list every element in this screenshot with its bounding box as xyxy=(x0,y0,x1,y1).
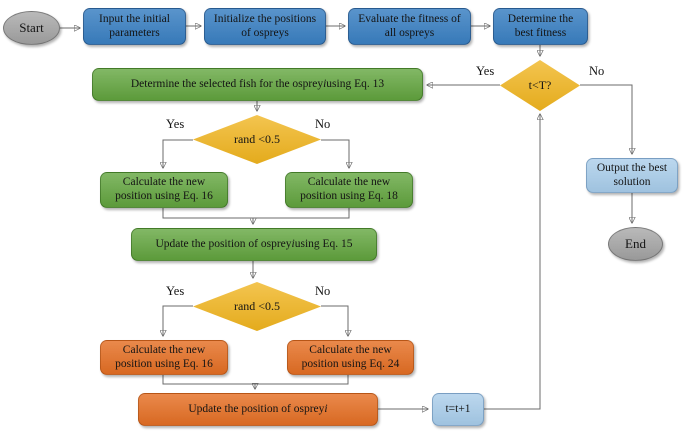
iteration-no-label: No xyxy=(589,64,605,78)
end-terminal: End xyxy=(608,227,663,261)
rand2-no-label: No xyxy=(315,284,331,298)
update-eq15-step: Update the position of osprey i using Eq… xyxy=(131,228,377,261)
initialize-positions-step: Initialize the positions of ospreys xyxy=(204,8,326,45)
rand-check-1-decision: rand <0.5 xyxy=(193,115,321,164)
update-position-step: Update the position of osprey i xyxy=(138,393,378,426)
determine-best-fitness-step: Determine the best fitness xyxy=(493,8,588,45)
evaluate-fitness-step: Evaluate the fitness of all ospreys xyxy=(348,8,471,45)
rand1-yes-label: Yes xyxy=(166,117,185,131)
rand1-no-label: No xyxy=(315,117,331,131)
iteration-check-decision: t<T? xyxy=(500,60,580,111)
increment-counter-step: t=t+1 xyxy=(432,393,484,426)
rand-check-2-decision: rand <0.5 xyxy=(193,282,321,331)
rand2-yes-label: Yes xyxy=(166,284,185,298)
iteration-yes-label: Yes xyxy=(476,64,495,78)
input-parameters-step: Input the initial parameters xyxy=(83,8,186,45)
output-solution-step: Output the best solution xyxy=(586,158,678,193)
start-terminal: Start xyxy=(3,11,60,45)
calc-eq16-phase2-step: Calculate the new position using Eq. 16 xyxy=(100,340,228,375)
select-fish-step: Determine the selected fish for the ospr… xyxy=(92,68,423,101)
calc-eq16-phase1-step: Calculate the new position using Eq. 16 xyxy=(100,172,228,208)
calc-eq18-step: Calculate the new position using Eq. 18 xyxy=(285,172,413,208)
calc-eq24-step: Calculate the new position using Eq. 24 xyxy=(287,340,414,375)
